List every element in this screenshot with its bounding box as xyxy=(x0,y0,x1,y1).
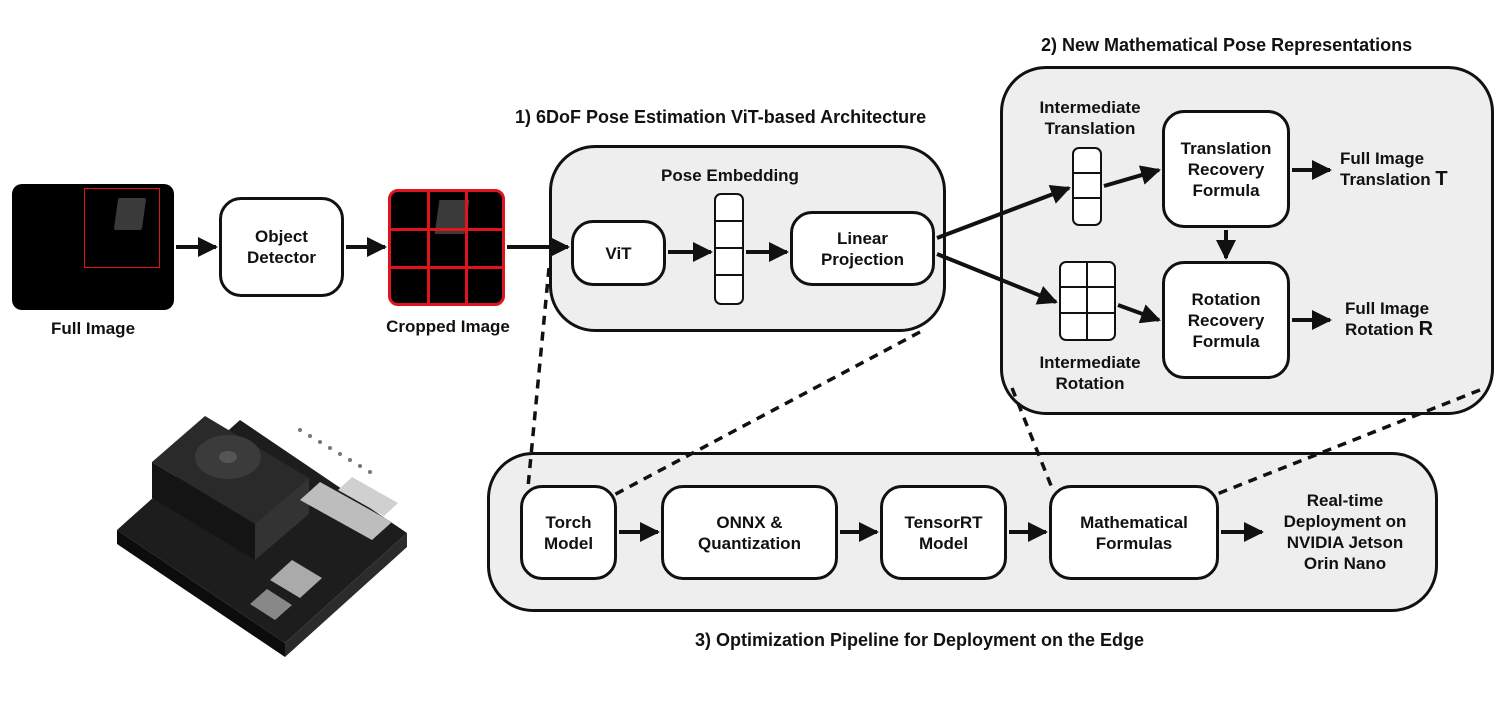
onnx-quantization-box: ONNX & Quantization xyxy=(661,485,838,580)
full-image-translation-label: Full Image Translation T xyxy=(1340,148,1448,190)
full-image-translation-text: Full Image Translation xyxy=(1340,149,1431,189)
intermediate-rotation-label: Intermediate Rotation xyxy=(1039,353,1141,393)
translation-recovery-box: Translation Recovery Formula xyxy=(1162,110,1290,228)
mathematical-formulas-box: Mathematical Formulas xyxy=(1049,485,1219,580)
detection-box xyxy=(84,188,160,268)
full-image-rotation-label: Full Image Rotation R xyxy=(1345,298,1433,340)
object-detector-box: Object Detector xyxy=(219,197,344,297)
deployment-label: Real-time Deployment on NVIDIA Jetson Or… xyxy=(1283,491,1407,573)
full-image xyxy=(12,184,174,310)
torch-model-box: Torch Model xyxy=(520,485,617,580)
tensorrt-model-box: TensorRT Model xyxy=(880,485,1007,580)
representation-title: 2) New Mathematical Pose Representations xyxy=(1041,35,1413,55)
architecture-title: 1) 6DoF Pose Estimation ViT-based Archit… xyxy=(515,107,927,127)
intermediate-rotation-matrix xyxy=(1059,261,1116,341)
rotation-recovery-box: Rotation Recovery Formula xyxy=(1162,261,1290,379)
vit-box: ViT xyxy=(571,220,666,286)
intermediate-translation-vector xyxy=(1072,147,1102,226)
cropped-image-label: Cropped Image xyxy=(386,317,510,336)
rotation-symbol: R xyxy=(1418,318,1434,340)
cropped-image xyxy=(388,189,505,306)
full-image-rotation-text: Full Image Rotation xyxy=(1345,299,1430,339)
pose-embedding-vector xyxy=(714,193,744,305)
translation-symbol: T xyxy=(1435,168,1448,190)
pose-embedding-label: Pose Embedding xyxy=(661,166,799,185)
linear-projection-box: Linear Projection xyxy=(790,211,935,286)
intermediate-translation-label: Intermediate Translation xyxy=(1039,98,1141,138)
full-image-label: Full Image xyxy=(50,319,136,338)
optimization-title: 3) Optimization Pipeline for Deployment … xyxy=(695,630,1145,650)
